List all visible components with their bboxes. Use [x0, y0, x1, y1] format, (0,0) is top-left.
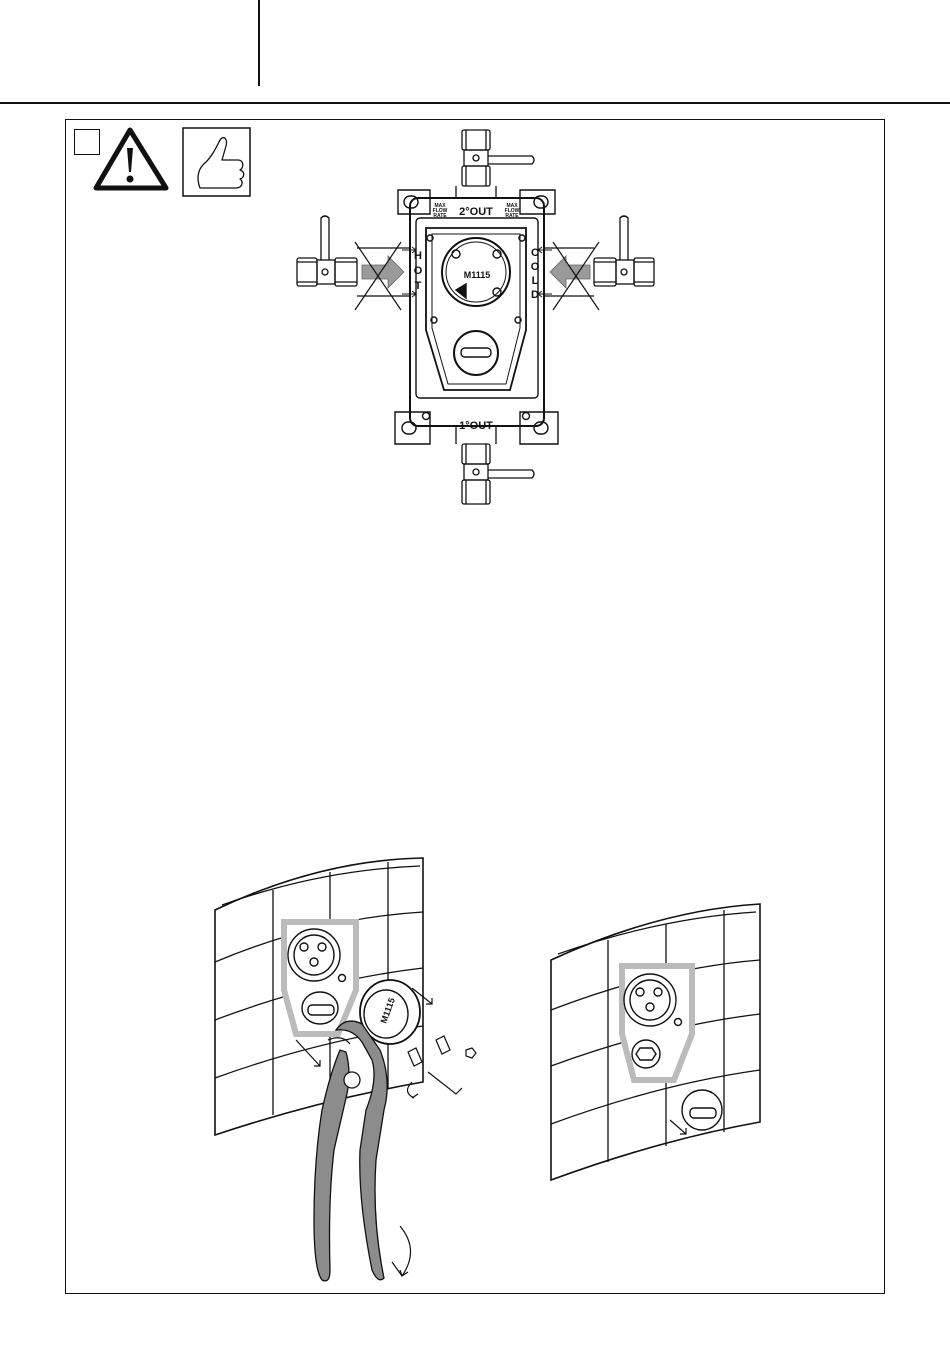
cold-label-letter-1: C [531, 247, 539, 259]
cold-label-letter-2: O [531, 261, 540, 273]
max-flow-left-line-3: RATE [433, 213, 447, 219]
hot-label-letter-2: O [414, 265, 423, 277]
thumbs-up-icon [183, 128, 250, 196]
cartridge-code-label: M1115 [464, 270, 491, 280]
bottom-ball-valve [456, 426, 534, 504]
removed-diverter-knob [682, 1090, 722, 1130]
direction-arrow-right [670, 1120, 686, 1134]
pliers-tool [314, 1021, 387, 1281]
cold-inlet-gray-arrow [550, 256, 590, 288]
top-ball-valve [456, 130, 534, 198]
cold-label-letter-4: D [531, 289, 539, 301]
hot-label-letter-1: H [414, 250, 422, 262]
hot-inlet-ball-valve [297, 216, 357, 286]
screws-and-hex-key [407, 1036, 476, 1098]
bottom-outlet-label: 1°OUT [459, 420, 493, 432]
hot-label-letter-3: T [415, 280, 422, 292]
top-outlet-label: 2°OUT [459, 206, 493, 218]
max-flow-right-line-3: RATE [505, 213, 519, 219]
mixer-body-diagram [395, 190, 558, 444]
cold-label-letter-3: L [532, 275, 539, 287]
cold-inlet-ball-valve [594, 216, 654, 286]
warning-triangle-icon [96, 130, 166, 188]
